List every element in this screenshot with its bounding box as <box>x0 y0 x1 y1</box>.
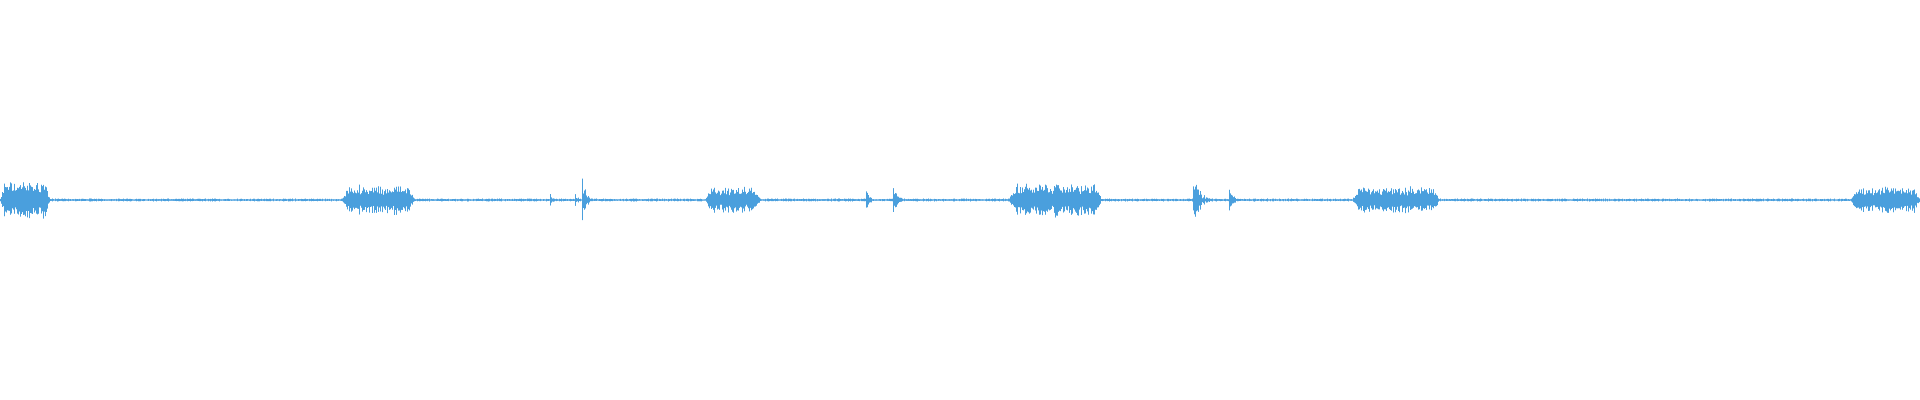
waveform-samples <box>0 178 1920 221</box>
waveform-bars <box>0 178 1920 221</box>
